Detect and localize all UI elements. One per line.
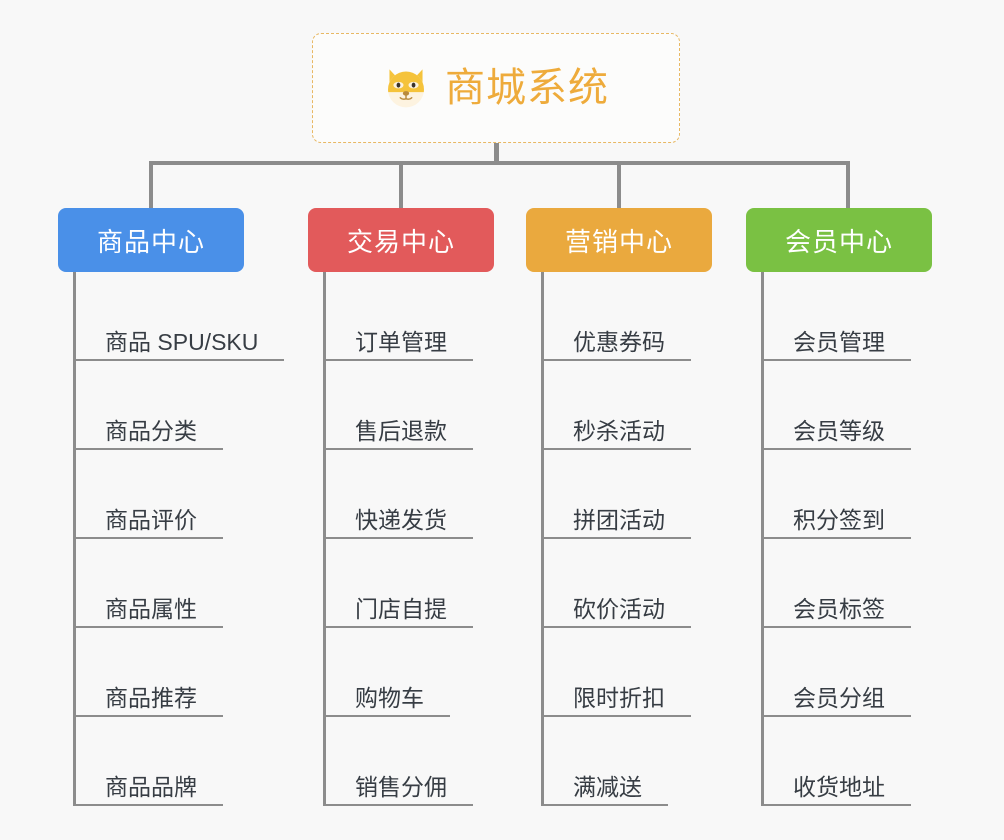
category-box-member-center[interactable]: 会员中心 [746,208,932,272]
leaf-item[interactable]: 满减送 [541,717,668,806]
connector-drop-member-center [846,161,850,209]
leaf-label: 满减送 [573,773,642,800]
leaf-label: 拼团活动 [573,506,665,533]
leaf-item[interactable]: 会员管理 [761,272,911,361]
connector-drop-trade-center [399,161,403,209]
column-spine [73,272,76,806]
leaf-item[interactable]: 秒杀活动 [541,361,691,450]
leaf-label: 积分签到 [793,506,885,533]
leaf-item[interactable]: 会员等级 [761,361,911,450]
leaf-label: 商品推荐 [105,684,197,711]
leaf-item[interactable]: 优惠券码 [541,272,691,361]
connector-drop-product-center [149,161,153,209]
leaf-item[interactable]: 收货地址 [761,717,911,806]
leaf-label: 购物车 [355,684,424,711]
column-spine [761,272,764,806]
leaf-label: 商品分类 [105,417,197,444]
root-title: 商城系统 [445,66,609,110]
leaf-label: 秒杀活动 [573,417,665,444]
category-box-marketing-center[interactable]: 营销中心 [526,208,712,272]
leaf-item[interactable]: 商品推荐 [73,628,223,717]
leaf-item[interactable]: 限时折扣 [541,628,691,717]
root-node-shopping-system[interactable]: 商城系统 [312,33,680,143]
connector-root-stem [494,143,499,165]
leaf-label: 会员管理 [793,328,885,355]
leaf-item[interactable]: 订单管理 [323,272,473,361]
leaf-item[interactable]: 拼团活动 [541,450,691,539]
category-box-trade-center[interactable]: 交易中心 [308,208,494,272]
category-box-product-center[interactable]: 商品中心 [58,208,244,272]
leaf-item[interactable]: 砍价活动 [541,539,691,628]
leaf-label: 商品属性 [105,595,197,622]
leaf-label: 优惠券码 [573,328,665,355]
category-label: 营销中心 [564,226,673,257]
leaf-label: 会员分组 [793,684,885,711]
leaf-item[interactable]: 门店自提 [323,539,473,628]
category-label: 交易中心 [346,226,455,257]
leaf-item[interactable]: 会员标签 [761,539,911,628]
leaf-item[interactable]: 商品评价 [73,450,223,539]
leaf-label: 快递发货 [355,506,447,533]
leaf-label: 销售分佣 [355,773,447,800]
column-spine [323,272,326,806]
dog-face-icon [388,69,424,108]
leaf-label: 商品 SPU/SKU [105,328,259,355]
connector-horizontal-bus [149,161,850,165]
leaf-item[interactable]: 购物车 [323,628,450,717]
leaf-item[interactable]: 快递发货 [323,450,473,539]
leaf-label: 限时折扣 [573,684,665,711]
leaf-label: 砍价活动 [573,595,665,622]
leaf-item[interactable]: 商品 SPU/SKU [73,272,285,361]
leaf-label: 会员等级 [793,417,885,444]
leaf-item[interactable]: 积分签到 [761,450,911,539]
leaf-label: 售后退款 [355,417,447,444]
category-label: 会员中心 [784,226,893,257]
leaf-item[interactable]: 销售分佣 [323,717,473,806]
leaf-label: 商品品牌 [105,773,197,800]
leaf-label: 会员标签 [793,595,885,622]
leaf-item[interactable]: 售后退款 [323,361,473,450]
category-label: 商品中心 [96,226,205,257]
leaf-item[interactable]: 商品品牌 [73,717,223,806]
leaf-label: 门店自提 [355,595,447,622]
leaf-label: 订单管理 [355,328,447,355]
leaf-label: 收货地址 [793,773,885,800]
connector-drop-marketing-center [617,161,621,209]
leaf-label: 商品评价 [105,506,197,533]
leaf-item[interactable]: 商品属性 [73,539,223,628]
column-spine [541,272,544,806]
leaf-item[interactable]: 会员分组 [761,628,911,717]
leaf-item[interactable]: 商品分类 [73,361,223,450]
